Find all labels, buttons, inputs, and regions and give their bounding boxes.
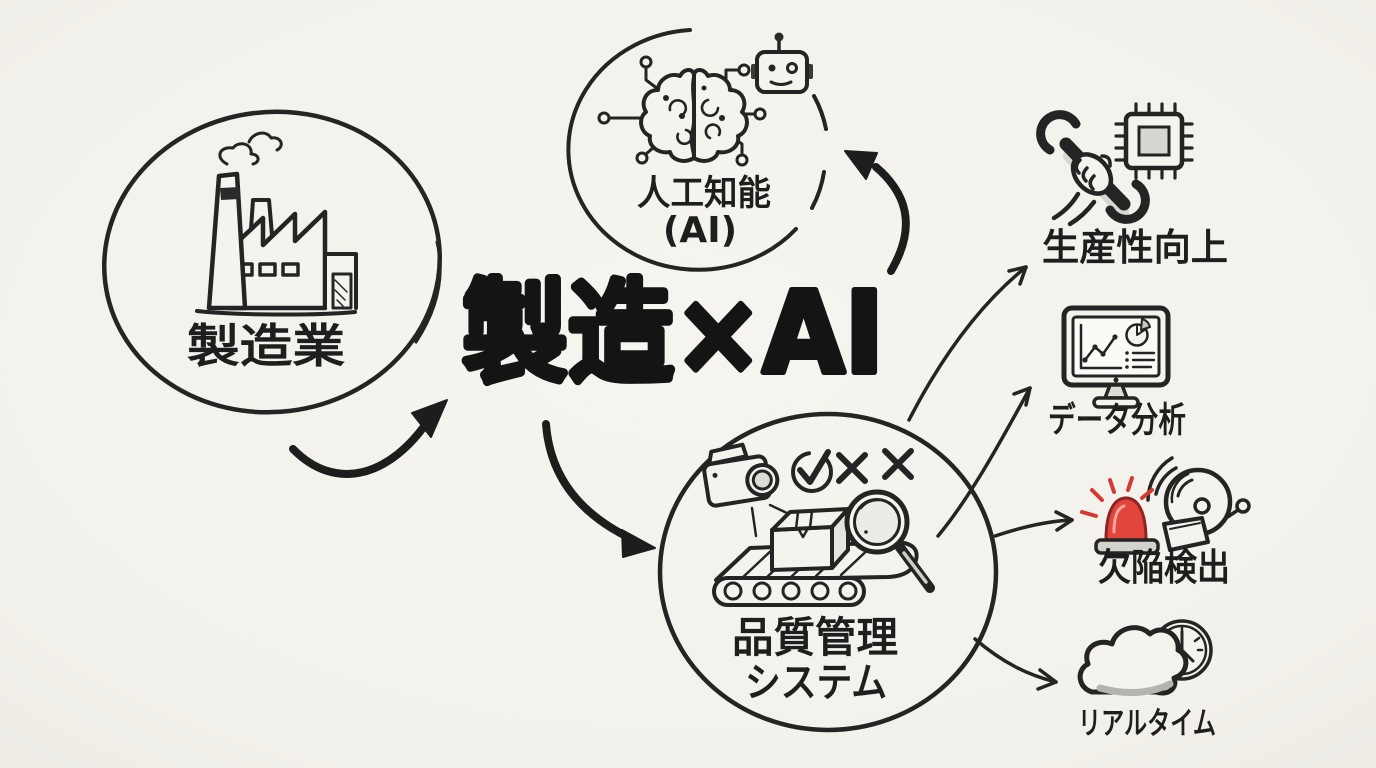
robot-icon	[751, 32, 813, 94]
arrow-to-data-analysis	[936, 386, 1032, 538]
arrow-to-defect-detection	[993, 518, 1074, 538]
arrowhead	[1012, 386, 1032, 407]
manufacturing-node: 製造業	[102, 109, 442, 415]
arrow-title-to-quality	[542, 420, 638, 544]
arrowhead	[1036, 668, 1058, 691]
arrows	[289, 150, 1074, 691]
box-icon	[770, 507, 850, 572]
outcome-realtime: リアルタイム	[1077, 619, 1216, 742]
outcome-defect-detection: 欠陥検出	[1080, 456, 1251, 589]
cloud-icon	[1077, 625, 1189, 697]
outcome-realtime-label: リアルタイム	[1078, 706, 1216, 742]
outcome-data-analysis: データ分析	[1048, 305, 1186, 441]
outcome-productivity: 生産性向上	[1036, 102, 1228, 269]
siren-icon	[1080, 476, 1160, 555]
arrowhead	[844, 150, 878, 180]
check-circle-icon	[791, 449, 833, 493]
quality-label-line2: システム	[745, 660, 887, 706]
monitor-chart-icon	[1061, 305, 1171, 409]
x-mark-icon	[836, 452, 868, 484]
arrowhead	[621, 529, 656, 558]
main-title: 製造×AI	[462, 269, 884, 399]
ai-sublabel: (AI)	[663, 210, 737, 251]
outcome-data-analysis-label: データ分析	[1048, 400, 1186, 441]
ai-circle	[566, 28, 798, 272]
camera-icon	[702, 442, 791, 538]
quality-circle	[657, 411, 999, 733]
manufacturing-circle	[102, 109, 442, 415]
x-mark-icon	[882, 448, 914, 480]
arrow-quality-to-ai	[872, 163, 910, 275]
magnifier-icon	[844, 489, 935, 593]
arrowhead	[1054, 510, 1074, 532]
brain-circuit-icon	[597, 55, 767, 167]
ai-circle-arc3	[810, 170, 826, 210]
quality-label-line1: 品質管理	[732, 613, 898, 662]
arrow-to-realtime	[973, 637, 1058, 684]
arrowhead	[411, 399, 448, 438]
chip-icon	[1114, 102, 1194, 180]
arrow-manufacturing-to-title	[289, 414, 434, 478]
outcome-productivity-label: 生産性向上	[1042, 226, 1228, 269]
wrench-hand-icon	[1036, 110, 1150, 227]
ai-circle-arc2	[812, 94, 828, 131]
manufacturing-label: 製造業	[187, 319, 345, 373]
ai-node: 人工知能 (AI)	[566, 28, 828, 272]
quality-node: 品質管理 システム	[657, 411, 999, 733]
arrowhead	[1007, 265, 1028, 286]
outcome-defect-detection-label: 欠陥検出	[1098, 546, 1230, 589]
arrow-to-productivity	[907, 265, 1028, 422]
factory-icon	[195, 131, 358, 317]
manufacturing-circle-overstroke	[414, 240, 442, 344]
ai-label: 人工知能	[637, 174, 771, 214]
